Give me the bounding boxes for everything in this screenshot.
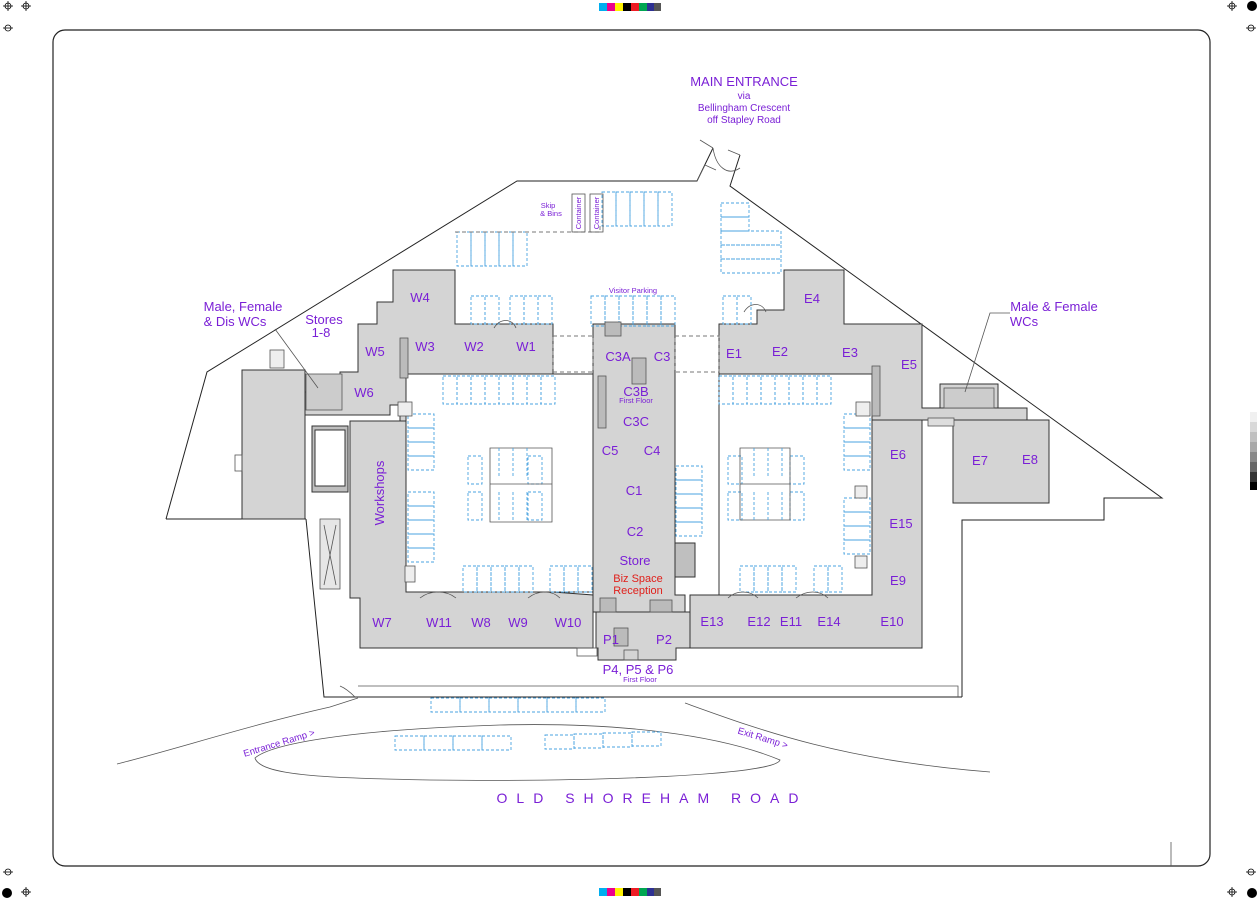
east-wing: [689, 269, 1050, 649]
skip-line2: & Bins: [540, 209, 562, 218]
unit-w8: W8: [471, 615, 491, 630]
unit-w7: W7: [372, 615, 392, 630]
unit-e9: E9: [890, 573, 906, 588]
east-wcs-line2: WCs: [1010, 314, 1039, 329]
unit-e11: E11: [780, 614, 802, 629]
unit-w1: W1: [516, 339, 536, 354]
unit-w4: W4: [410, 290, 430, 305]
unit-w3: W3: [415, 339, 435, 354]
container-label-1: Container: [574, 196, 583, 229]
grey-scale-bar: [1250, 412, 1257, 490]
unit-c3: C3: [654, 349, 671, 364]
unit-w9: W9: [508, 615, 528, 630]
skip-line1: Skip: [541, 201, 556, 210]
entrance-off: off Stapley Road: [707, 115, 781, 126]
unit-labels: W4 W3 W2 W1 W5 W6 Workshops W7 W11 W8 W9…: [354, 290, 1038, 647]
unit-e8: E8: [1022, 452, 1038, 467]
unit-c1: C1: [626, 483, 643, 498]
unit-workshops: Workshops: [372, 460, 387, 525]
registration-targets: [3, 1, 1256, 897]
container-label-2: Container: [592, 196, 601, 229]
entrance-title: MAIN ENTRANCE: [690, 74, 798, 89]
unit-w10: W10: [555, 615, 582, 630]
building-details: [234, 304, 995, 647]
unit-c4: C4: [644, 443, 661, 458]
unit-e15: E15: [889, 516, 912, 531]
entrance-ramp-label: Entrance Ramp >: [242, 727, 317, 759]
unit-c3b: C3B: [623, 384, 648, 399]
unit-c5: C5: [602, 443, 619, 458]
unit-e5: E5: [901, 357, 917, 372]
drawing-frame: [52, 29, 1211, 867]
unit-e6: E6: [890, 447, 906, 462]
access-ramps: [116, 685, 991, 781]
entrance-label: MAIN ENTRANCE via Bellingham Crescent of…: [690, 74, 798, 126]
stores-line2: 1-8: [312, 325, 331, 340]
parking-bays: [394, 191, 871, 751]
unit-p2: P2: [656, 632, 672, 647]
colour-bar-bottom: [599, 888, 661, 896]
unit-w5: W5: [365, 344, 385, 359]
unit-w6: W6: [354, 385, 374, 400]
colour-bar-top: [599, 3, 661, 11]
unit-e10: E10: [880, 614, 903, 629]
site-boundary: [165, 139, 1164, 698]
stores-line1: Stores: [305, 312, 343, 327]
p456-label: P4, P5 & P6: [603, 662, 674, 677]
unit-c3c: C3C: [623, 414, 649, 429]
central-block: [576, 323, 696, 661]
unit-w11: W11: [426, 615, 452, 630]
containers: [571, 193, 604, 233]
unit-e3: E3: [842, 345, 858, 360]
corridor-links: [552, 335, 720, 373]
c3b-first-floor: First Floor: [619, 396, 653, 405]
west-wing: [241, 269, 594, 649]
east-wcs-line1: Male & Female: [1010, 299, 1097, 314]
unit-e13: E13: [700, 614, 723, 629]
unit-e12: E12: [747, 614, 770, 629]
p456-first-floor: First Floor: [623, 675, 657, 684]
reception-line2: Reception: [613, 585, 663, 597]
unit-c3a: C3A: [605, 349, 631, 364]
unit-p1: P1: [603, 632, 619, 647]
unit-e2: E2: [772, 344, 788, 359]
road-name: OLD SHOREHAM ROAD: [497, 790, 808, 806]
unit-e4: E4: [804, 291, 820, 306]
unit-e14: E14: [817, 614, 840, 629]
callout-lines: [274, 312, 1010, 393]
unit-c2: C2: [627, 524, 644, 539]
unit-e7: E7: [972, 453, 988, 468]
reception-line1: Biz Space: [613, 573, 663, 585]
entrance-via: via: [738, 91, 751, 102]
visitor-parking-label: Visitor Parking: [609, 286, 657, 295]
unit-store: Store: [619, 553, 650, 568]
west-wcs-line2: & Dis WCs: [204, 314, 267, 329]
entrance-street: Bellingham Crescent: [698, 103, 790, 114]
unit-w2: W2: [464, 339, 484, 354]
unit-e1: E1: [726, 346, 742, 361]
west-wcs-line1: Male, Female: [204, 299, 283, 314]
